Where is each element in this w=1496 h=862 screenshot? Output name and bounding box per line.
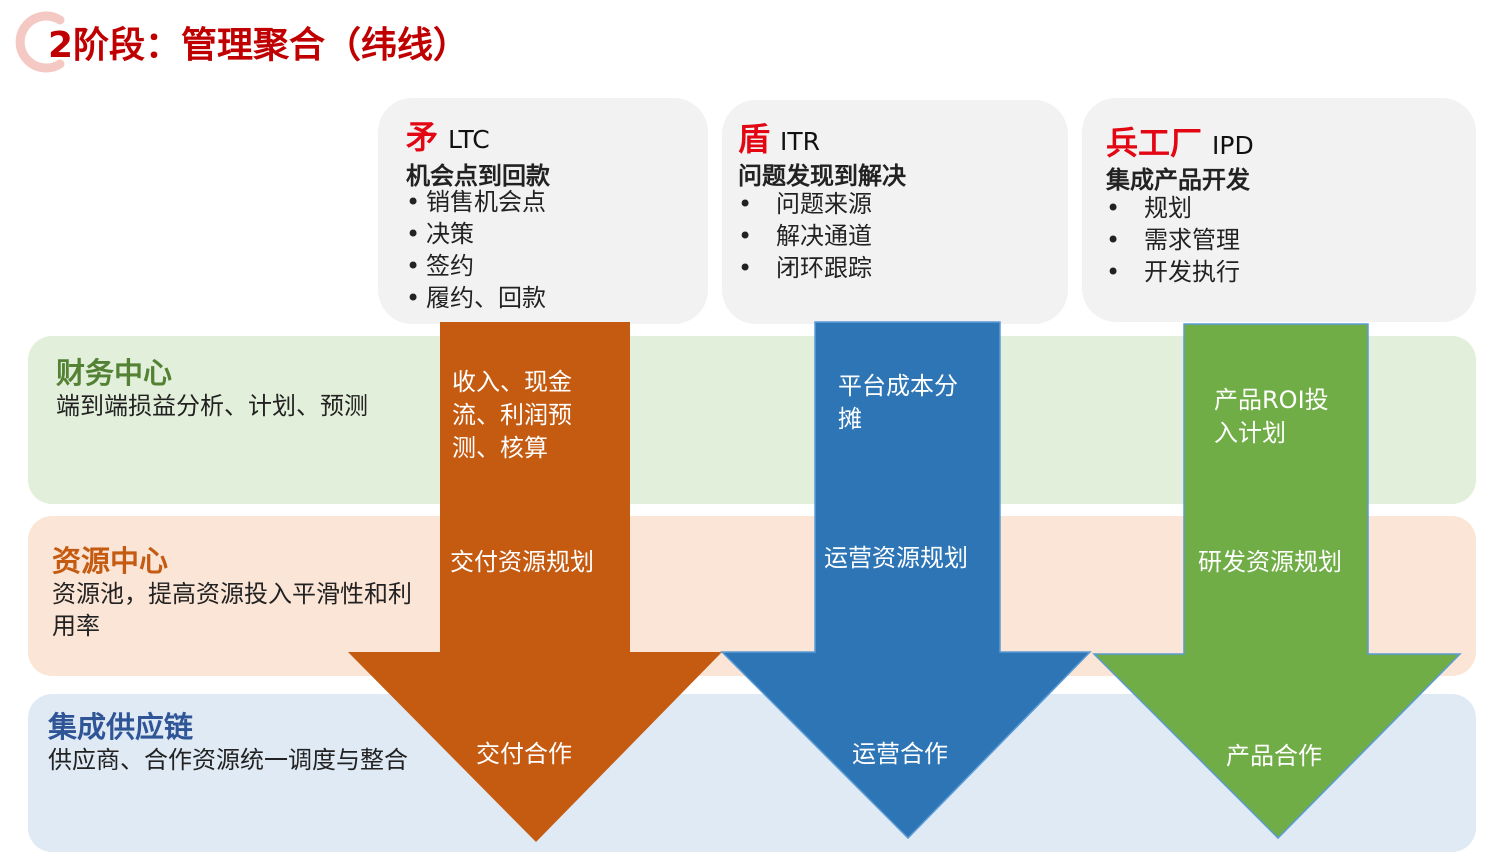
card-ltc-code: LTC <box>448 125 490 154</box>
list-item: •履约、回款 <box>406 284 546 312</box>
itr-arrow <box>720 321 1092 840</box>
band-supply-chain-desc: 供应商、合作资源统一调度与整合 <box>48 746 408 774</box>
card-ipd-list: •规划 •需求管理 •开发执行 <box>1106 192 1240 288</box>
card-ipd-subtitle: 集成产品开发 <box>1106 166 1250 194</box>
ltc-arrow <box>348 322 722 842</box>
list-item: •闭环跟踪 <box>738 254 872 282</box>
list-item: •决策 <box>406 220 474 248</box>
card-ipd-code: IPD <box>1212 131 1254 160</box>
ipd-supply-text: 产品合作 <box>1226 742 1322 770</box>
ipd-arrow <box>1092 323 1462 840</box>
band-finance-desc: 端到端损益分析、计划、预测 <box>56 392 368 420</box>
list-item: •签约 <box>406 252 474 280</box>
band-resource-title: 资源中心 <box>52 544 169 578</box>
ltc-supply-text: 交付合作 <box>476 740 572 768</box>
card-itr-name: 盾 <box>738 120 771 158</box>
card-ltc-subtitle: 机会点到回款 <box>406 162 550 190</box>
card-itr-list: •问题来源 •解决通道 •闭环跟踪 <box>738 188 872 284</box>
list-item: •规划 <box>1106 194 1192 222</box>
card-itr: 盾 ITR 问题发现到解决 •问题来源 •解决通道 •闭环跟踪 <box>722 100 1068 324</box>
list-item: •开发执行 <box>1106 258 1240 286</box>
band-resource-desc: 资源池，提高资源投入平滑性和利用率 <box>52 580 412 640</box>
ipd-finance-text: 产品ROI投入计划 <box>1214 386 1329 447</box>
list-item: •销售机会点 <box>406 188 546 216</box>
band-finance-title: 财务中心 <box>56 356 173 390</box>
card-ipd: 兵工厂 IPD 集成产品开发 •规划 •需求管理 •开发执行 <box>1082 98 1476 322</box>
card-itr-code: ITR <box>780 127 821 156</box>
band-supply-chain-title: 集成供应链 <box>48 710 194 744</box>
itr-resource-text: 运营资源规划 <box>824 544 968 572</box>
ltc-finance-text: 收入、现金流、利润预测、核算 <box>452 368 572 462</box>
card-ltc: 矛 LTC 机会点到回款 •销售机会点 •决策 •签约 •履约、回款 <box>378 98 708 324</box>
itr-finance-text: 平台成本分摊 <box>838 372 958 433</box>
ipd-resource-text: 研发资源规划 <box>1198 548 1342 576</box>
card-ltc-list: •销售机会点 •决策 •签约 •履约、回款 <box>406 186 546 314</box>
ltc-resource-text: 交付资源规划 <box>450 548 594 576</box>
list-item: •需求管理 <box>1106 226 1240 254</box>
logo-ring-icon <box>15 11 65 73</box>
page-title: 2阶段：管理聚合（纬线） <box>48 25 470 66</box>
card-ltc-name: 矛 <box>406 118 439 156</box>
list-item: •问题来源 <box>738 190 872 218</box>
list-item: •解决通道 <box>738 222 872 250</box>
card-itr-subtitle: 问题发现到解决 <box>738 162 906 190</box>
card-ipd-name: 兵工厂 <box>1106 124 1203 162</box>
itr-supply-text: 运营合作 <box>852 740 948 768</box>
